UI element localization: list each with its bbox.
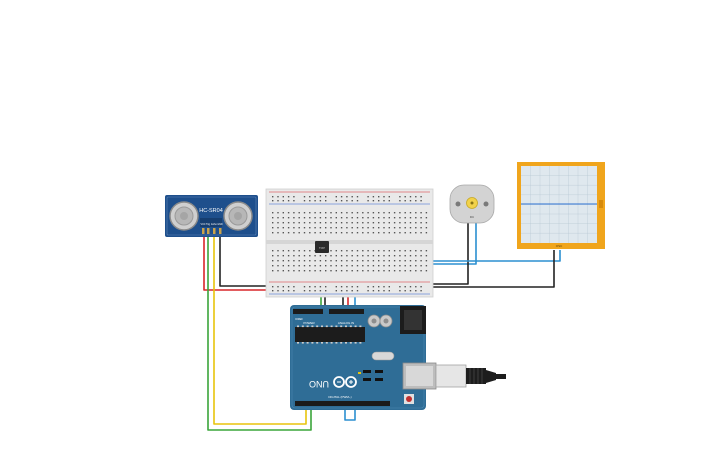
- motor-label: DC: [470, 215, 475, 219]
- sensor-pin-echo: Echo: [211, 223, 217, 226]
- ic-label: TMP: [319, 246, 325, 250]
- oscilloscope[interactable]: OSC: [517, 162, 605, 249]
- uno-label: UNO: [309, 379, 329, 389]
- oscilloscope-label: OSC: [556, 244, 563, 248]
- arduino-uno[interactable]: IOREF POWER ANALOG IN UNO: [290, 305, 437, 410]
- digital-label: DIGITAL (PWM~): [328, 395, 351, 399]
- power-label: POWER: [303, 321, 315, 325]
- analog-header: [329, 309, 364, 314]
- crystal: [371, 351, 395, 361]
- usb-cable[interactable]: [435, 364, 506, 388]
- wire-sensor-trig-green[interactable]: [207, 233, 312, 431]
- sensor-model-label: HC-SR04: [199, 208, 223, 214]
- wire-motor-black[interactable]: [420, 222, 469, 285]
- sensor-pin-trig: Trig: [206, 223, 211, 226]
- atmega-chip: [295, 327, 365, 342]
- breadboard-holes: [272, 196, 428, 292]
- temperature-sensor-ic[interactable]: TMP: [315, 241, 329, 253]
- dc-motor[interactable]: DC: [449, 184, 495, 224]
- wire-sensor-vcc-red[interactable]: [203, 233, 268, 291]
- digital-header: [295, 401, 390, 406]
- arduino-logo: [333, 376, 357, 388]
- logo-plus-minus: [337, 380, 353, 384]
- wire-sensor-gnd-black[interactable]: [219, 233, 268, 287]
- breadboard[interactable]: TMP: [265, 188, 434, 298]
- power-header: [293, 309, 323, 314]
- analog-label: ANALOG IN: [338, 321, 354, 325]
- chip-pins: [297, 325, 362, 344]
- breadboard-center-channel: [266, 240, 433, 244]
- usb-plug: [435, 364, 467, 388]
- wire-osc-black[interactable]: [420, 250, 555, 288]
- ultrasonic-sensor[interactable]: HC-SR04 VCC Trig Echo GND: [165, 195, 258, 237]
- ioref-label: IOREF: [295, 317, 303, 321]
- wire-sensor-echo-yellow[interactable]: [213, 233, 307, 425]
- sensor-pin-gnd: GND: [217, 223, 223, 226]
- sensor-pin-vcc: VCC: [200, 223, 205, 226]
